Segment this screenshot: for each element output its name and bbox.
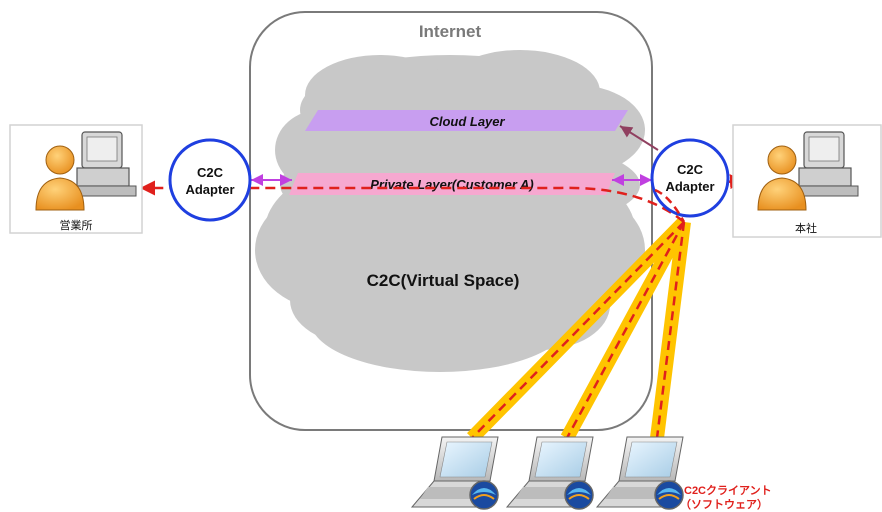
virtual-space-cloud <box>255 50 645 372</box>
cloud-layer-band <box>305 110 628 131</box>
main-dashed-path <box>140 180 685 223</box>
cloud-layer-link <box>619 125 659 151</box>
right-c2c-adapter: C2C Adapter <box>650 138 730 218</box>
client-label-line2: （ソフトウェア） <box>680 498 768 511</box>
user-workstation-icon <box>757 131 859 211</box>
adapter-pass-dash <box>654 188 686 223</box>
left-adapter-line2: Adapter <box>185 182 234 197</box>
private-layer-band <box>289 173 615 195</box>
branch-office-label: 営業所 <box>60 218 93 232</box>
right-adapter-line2: Adapter <box>665 179 714 194</box>
laptop-icon <box>410 436 499 510</box>
laptop-icon <box>505 436 594 510</box>
client-label-line1: C2Cクライアント <box>684 484 772 497</box>
left-adapter-line1: C2C <box>197 165 224 180</box>
user-workstation-icon <box>35 131 137 211</box>
client-dashed-links <box>471 221 686 439</box>
head-office-label: 本社 <box>795 221 817 235</box>
right-adapter-line1: C2C <box>677 162 704 177</box>
virtual-space-label: C2C(Virtual Space) <box>367 271 520 290</box>
internet-label: Internet <box>419 22 482 41</box>
cloud-layer-label: Cloud Layer <box>429 114 505 129</box>
private-layer-label: Private Layer(Customer A) <box>370 177 534 192</box>
left-c2c-adapter: C2C Adapter <box>168 138 252 222</box>
laptop-icon <box>595 436 684 510</box>
